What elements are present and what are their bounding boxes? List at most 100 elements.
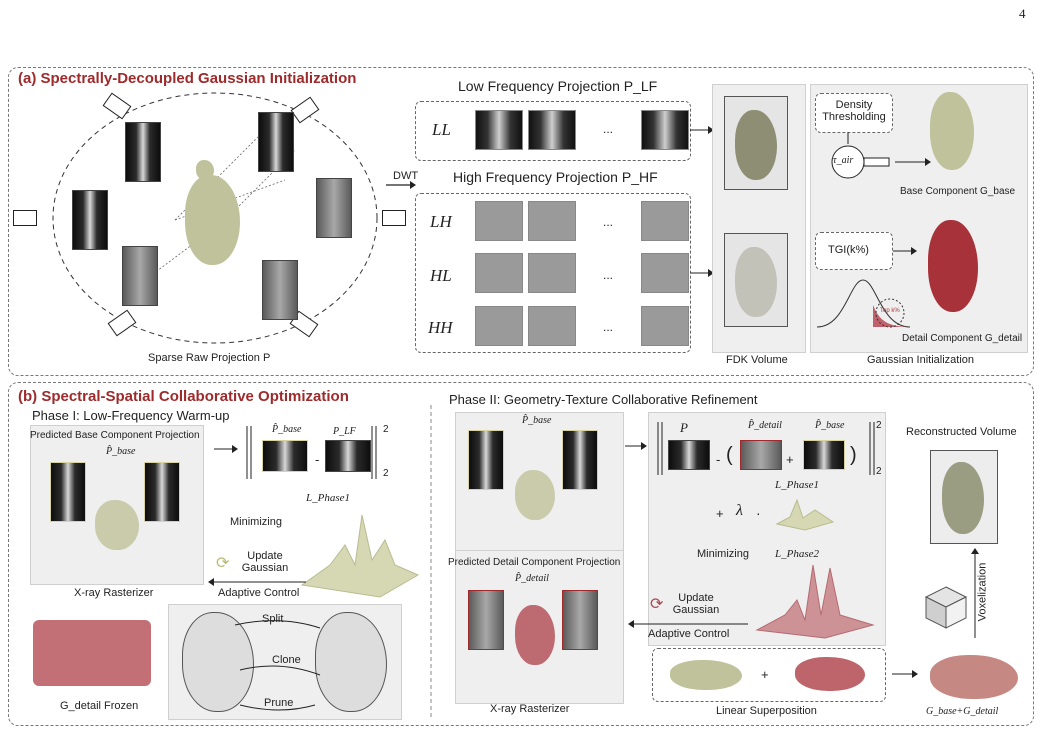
p-detail-hat-2: P̂_detail — [515, 573, 549, 584]
plus-sign-2: + — [716, 506, 724, 521]
p-label: P — [680, 420, 688, 435]
projection-image — [262, 260, 298, 320]
dot-sign: · — [756, 505, 761, 521]
plus-sign-1: + — [786, 452, 794, 467]
tgi-box — [815, 232, 893, 270]
sum-caption: G_base+G_detail — [926, 706, 999, 717]
lf-title: Low Frequency Projection P_LF — [458, 78, 658, 94]
detail-component-label: Detail Component G_detail — [902, 333, 1023, 344]
loss-landscape — [300, 514, 420, 598]
panel-a — [8, 67, 1034, 376]
arrow-left-icon — [208, 578, 306, 586]
ll-thumbnail — [641, 110, 689, 150]
densify-arrows — [234, 620, 321, 711]
gaussian-caption: Gaussian Initialization — [867, 354, 975, 366]
loss-phase1: L_Phase1 — [306, 492, 350, 504]
beetle-outline — [315, 612, 387, 712]
ellipsis: ... — [603, 320, 614, 334]
minimizing-1: Minimizing — [230, 516, 282, 528]
gaussian-curve — [816, 279, 911, 328]
p-base-hat-loss-2: P̂_base — [815, 420, 845, 431]
base-component-cloud — [930, 92, 974, 170]
projection-image — [562, 430, 598, 490]
split-label: Split — [262, 613, 284, 625]
projection-image — [258, 112, 294, 172]
arrow-left-icon — [628, 620, 748, 628]
projection-image — [50, 462, 86, 522]
frozen-detail-cloud — [33, 620, 151, 686]
projection-image — [468, 590, 504, 650]
sum-cloud — [930, 655, 1018, 699]
detail-frozen-label: G_detail Frozen — [60, 700, 139, 712]
top-k-label: Top k% — [880, 308, 900, 314]
hl-thumbnail — [528, 253, 576, 293]
hh-thumbnail — [641, 306, 689, 346]
projection-image — [144, 462, 180, 522]
lambda-label: λ — [736, 502, 743, 519]
norm-sub: 2 — [383, 468, 389, 479]
fdk-caption: FDK Volume — [726, 354, 788, 366]
open-paren: ( — [726, 444, 733, 466]
ll-thumbnail — [475, 110, 523, 150]
projection-image — [468, 430, 504, 490]
panel-b-title: (b) Spectral-Spatial Collaborative Optim… — [18, 388, 349, 405]
reconstructed-label: Reconstructed Volume — [906, 426, 1017, 438]
norm-sup: 2 — [383, 424, 389, 435]
arrow-icon — [690, 269, 714, 277]
arrow-icon — [690, 126, 714, 134]
stack-image — [325, 440, 371, 472]
arrow-icon — [625, 442, 647, 450]
panel-b — [8, 382, 1034, 726]
update-gaussian-1: Update Gaussian — [241, 550, 289, 574]
refresh-icon: ⟳ — [650, 596, 664, 613]
lh-thumbnail — [475, 201, 523, 241]
ellipsis: ... — [603, 215, 614, 229]
p-base-hat-2: P̂_base — [522, 415, 552, 426]
camera-icon — [382, 210, 406, 226]
refresh-icon: ⟳ — [216, 555, 230, 572]
norm-bars-2 — [657, 422, 875, 475]
ellipsis: ... — [603, 122, 614, 136]
linear-superposition-label: Linear Superposition — [716, 705, 817, 717]
tgi-label: TGI(k%) — [828, 244, 869, 256]
hh-thumbnail — [528, 306, 576, 346]
ll-thumbnail — [528, 110, 576, 150]
hh-thumbnail — [475, 306, 523, 346]
row-label-lh: LH — [430, 212, 452, 231]
phase2-title: Phase II: Geometry-Texture Collaborative… — [449, 392, 758, 407]
fdk-beetle-faint — [735, 247, 777, 317]
camera-icon — [13, 210, 37, 226]
rasterizer-label-2: X-ray Rasterizer — [490, 703, 570, 715]
row-label-hl: HL — [430, 266, 452, 285]
base-beetle-2 — [515, 470, 555, 520]
detail-beetle — [515, 605, 555, 665]
dwt-label: DWT — [393, 170, 419, 182]
norm-bars — [246, 426, 377, 479]
hl-thumbnail — [641, 253, 689, 293]
projection-image — [316, 178, 352, 238]
stack-image — [740, 440, 782, 470]
minus-sign: - — [315, 452, 320, 467]
hl-thumbnail — [475, 253, 523, 293]
projection-image — [122, 246, 158, 306]
p-base-hat-loss: P̂_base — [272, 424, 302, 435]
hf-title: High Frequency Projection P_HF — [453, 169, 658, 185]
page-number: 4 — [1019, 6, 1026, 21]
beetle-outline — [182, 612, 254, 712]
dwt-arrow-icon — [386, 181, 416, 189]
stack-image — [668, 440, 710, 470]
base-beetle — [95, 500, 139, 550]
adaptive-control-1: Adaptive Control — [218, 587, 300, 599]
prune-label: Prune — [264, 697, 294, 709]
reconstructed-beetle — [942, 462, 984, 534]
base-cloud-small — [670, 660, 742, 690]
p-detail-hat-loss: P̂_detail — [748, 420, 782, 431]
adaptive-control-2: Adaptive Control — [648, 628, 730, 640]
arrow-icon — [892, 670, 918, 678]
arrow-icon — [214, 445, 238, 453]
stack-image — [262, 440, 308, 472]
beetle-volume — [185, 175, 240, 265]
fdk-volume-hf — [724, 233, 788, 327]
loss-phase1-2: L_Phase1 — [775, 479, 819, 491]
ellipsis: ... — [603, 268, 614, 282]
